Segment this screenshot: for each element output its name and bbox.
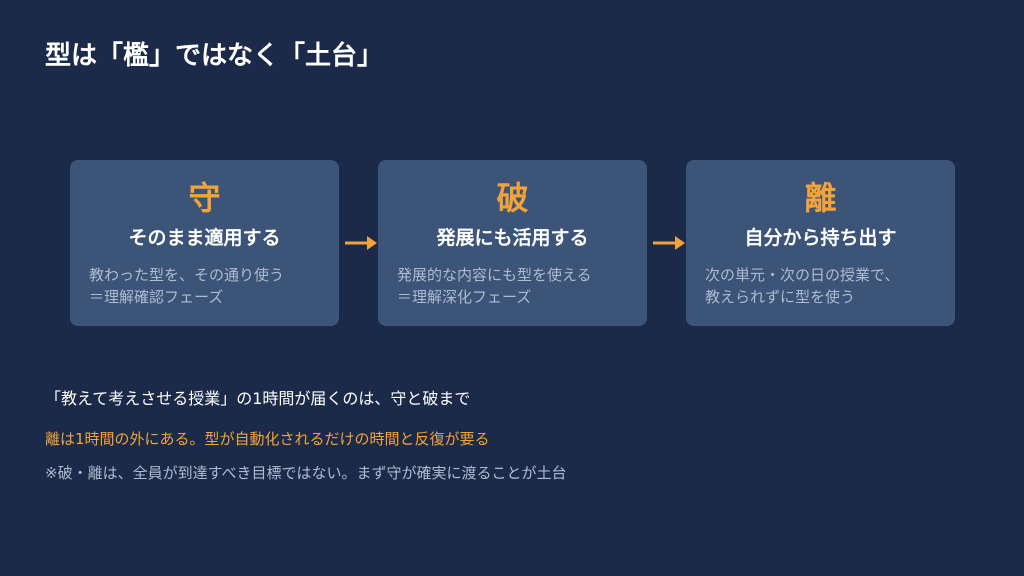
stage-description: 次の単元・次の日の授業で、 教えられずに型を使う (705, 264, 943, 308)
stage-heading: 自分から持ち出す (744, 227, 897, 249)
stage-description-line: 教えられずに型を使う (705, 288, 856, 306)
arrow-right-icon (653, 236, 685, 250)
stage-kanji: 破 (496, 179, 529, 217)
stage-card-ha: 破 発展にも活用する 発展的な内容にも型を使える ＝理解深化フェーズ (378, 160, 647, 326)
arrow-right-icon (345, 236, 377, 250)
stage-card-ri: 離 自分から持ち出す 次の単元・次の日の授業で、 教えられずに型を使う (686, 160, 955, 326)
note-main: 「教えて考えさせる授業」の1時間が届くのは、守と破まで (45, 389, 471, 408)
stage-description-line: 次の単元・次の日の授業で、 (705, 266, 900, 284)
stage-heading: 発展にも活用する (436, 227, 589, 249)
stage-description-line: ＝理解確認フェーズ (89, 288, 224, 306)
stage-card-shu: 守 そのまま適用する 教わった型を、その通り使う ＝理解確認フェーズ (70, 160, 339, 326)
note-footnote: ※破・離は、全員が到達すべき目標ではない。まず守が確実に渡ることが土台 (45, 464, 567, 482)
stage-kanji: 離 (804, 179, 837, 217)
stage-description: 発展的な内容にも型を使える ＝理解深化フェーズ (397, 264, 635, 308)
note-highlight: 離は1時間の外にある。型が自動化されるだけの時間と反復が要る (45, 430, 490, 448)
stage-description-line: ＝理解深化フェーズ (397, 288, 532, 306)
page-title: 型は「檻」ではなく「土台」 (45, 41, 384, 71)
stage-heading: そのまま適用する (128, 227, 281, 249)
stage-kanji: 守 (188, 179, 221, 217)
stage-description-line: 発展的な内容にも型を使える (397, 266, 592, 284)
stage-description-line: 教わった型を、その通り使う (89, 266, 285, 284)
stage-description: 教わった型を、その通り使う ＝理解確認フェーズ (89, 264, 327, 308)
